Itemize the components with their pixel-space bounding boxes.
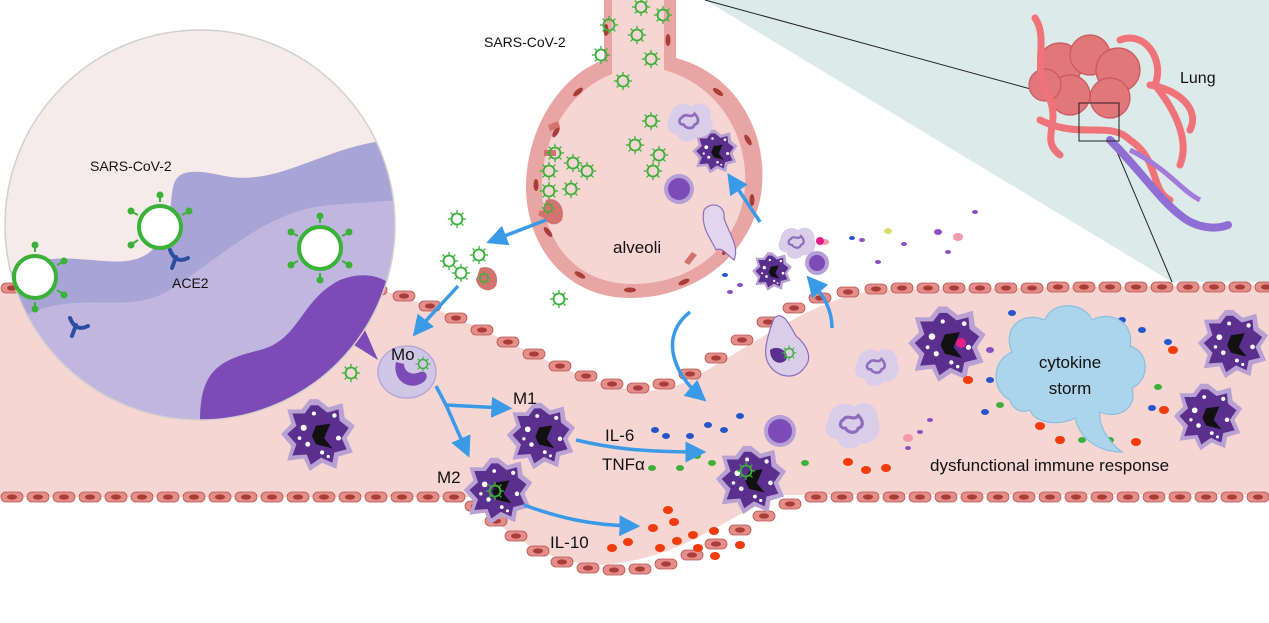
il6-label: IL-6 — [605, 426, 634, 445]
macrophage-cell — [752, 252, 792, 291]
dysfunctional-response-label: dysfunctional immune response — [930, 456, 1169, 475]
virus-icon — [12, 254, 58, 300]
ace2-receptor-icon — [68, 248, 190, 338]
lymphocytes — [664, 174, 829, 447]
monocyte — [377, 345, 437, 399]
mo-recruit-arrow — [412, 284, 460, 337]
m2-secretion-arrow — [523, 503, 641, 537]
virus-icon — [468, 244, 490, 266]
mo-to-m2-arrow — [444, 404, 471, 458]
migration-arrow — [806, 275, 834, 329]
ace2-label: ACE2 — [172, 275, 209, 291]
migrating-cells — [476, 199, 810, 377]
cytokine-storm-cloud — [995, 305, 1146, 453]
storm-label: storm — [1049, 379, 1092, 398]
inset-viruses — [12, 191, 353, 313]
virus-icon — [137, 204, 183, 250]
virus-icon — [446, 208, 468, 230]
cytokine-label: cytokine — [1039, 353, 1101, 372]
infiltration-arrow — [727, 173, 762, 223]
lung-illustration — [1028, 14, 1232, 232]
m1-label: M1 — [513, 389, 537, 408]
virus-release-arrow — [486, 218, 547, 246]
lung-label: Lung — [1180, 70, 1216, 87]
sars-top-label: SARS-CoV-2 — [484, 34, 566, 50]
il10-label: IL-10 — [550, 533, 589, 552]
recruitment-arrow — [670, 310, 707, 402]
virus-icon — [450, 262, 472, 284]
sars-inset-label: SARS-CoV-2 — [90, 158, 172, 174]
process-arrows — [412, 173, 834, 537]
virus-icon — [548, 288, 570, 310]
cytokine-dots — [607, 210, 1178, 560]
m2-label: M2 — [437, 468, 461, 487]
infected-cell-markers — [484, 338, 966, 502]
tnfa-label: TNFα — [602, 455, 645, 474]
alveoli-label: alveoli — [613, 238, 661, 257]
m1-secretion-arrow — [575, 438, 707, 463]
mo-label: Mo — [391, 345, 415, 364]
virus-icon — [297, 225, 343, 271]
ace2-binding-inset — [4, 29, 396, 421]
